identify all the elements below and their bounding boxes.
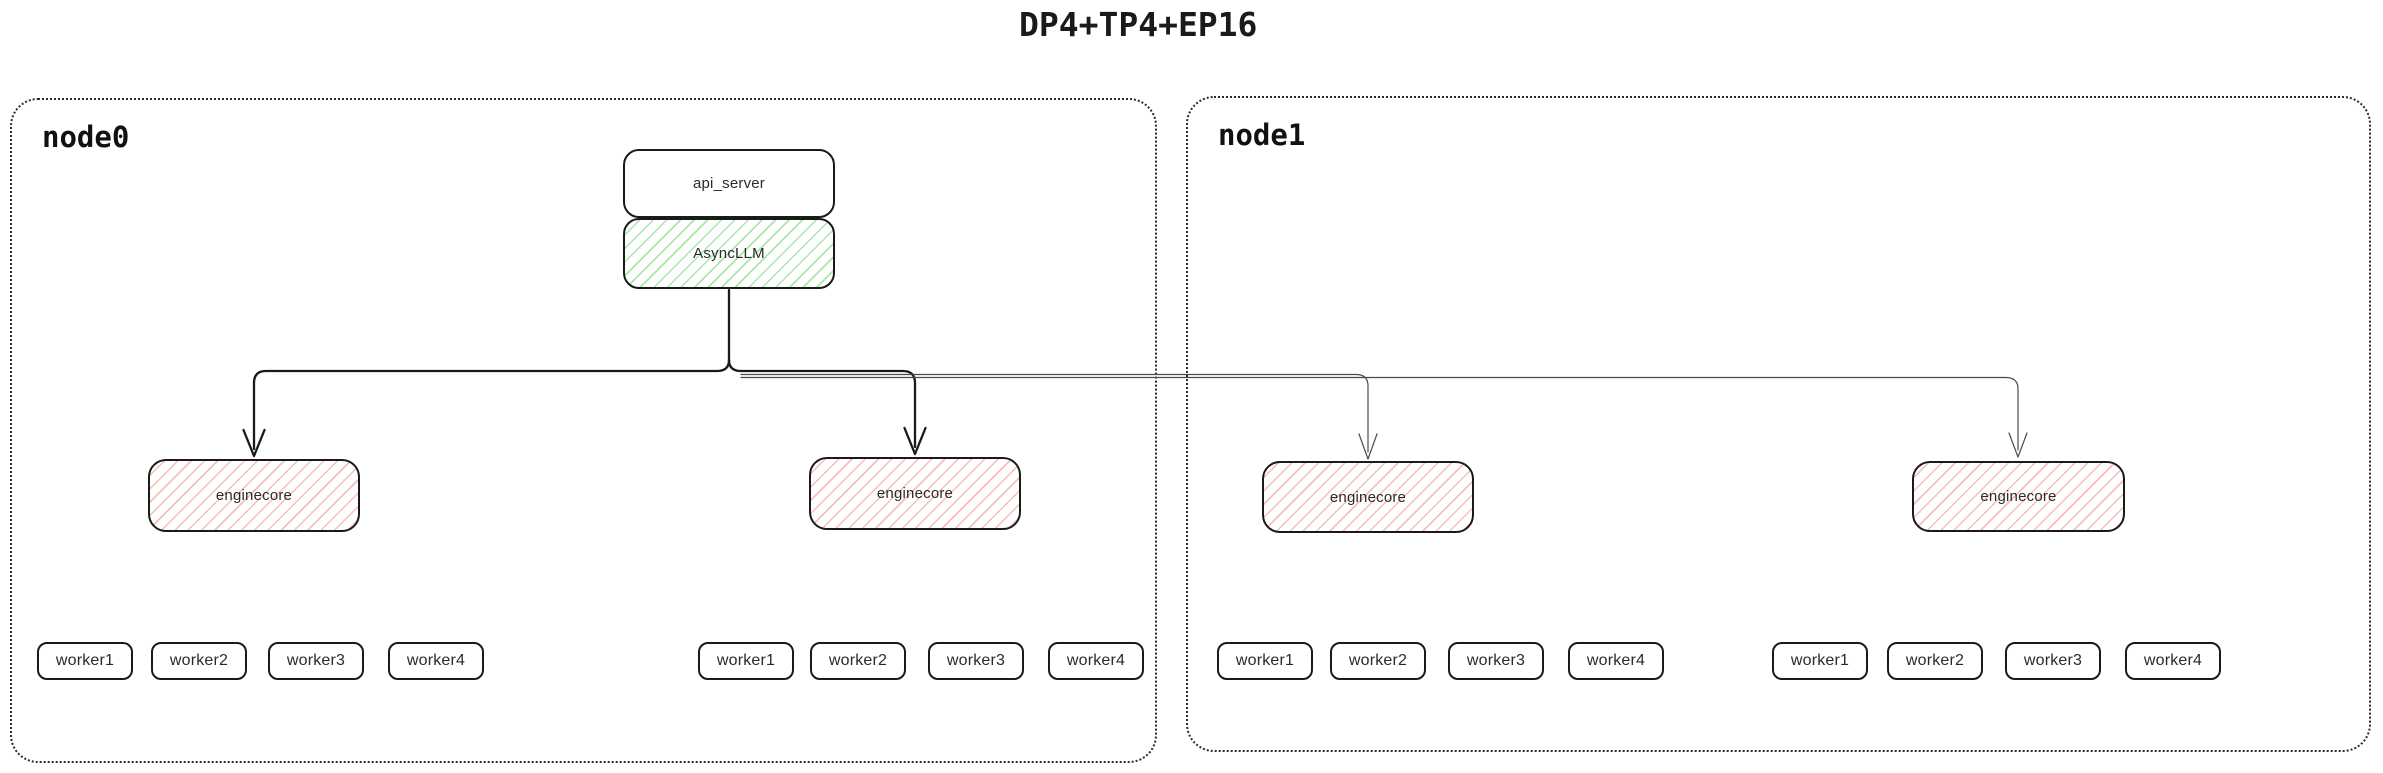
enginecore3-label: enginecore: [1329, 488, 1407, 506]
worker-box: worker1: [1217, 642, 1313, 680]
worker-box: worker1: [1772, 642, 1868, 680]
api-server-box: api_server: [623, 149, 835, 218]
worker-label: worker2: [169, 652, 229, 669]
worker-label: worker1: [716, 652, 776, 669]
worker-label: worker3: [946, 652, 1006, 669]
worker-box: worker1: [37, 642, 133, 680]
asyncllm-label: AsyncLLM: [693, 245, 765, 262]
worker-box: worker1: [698, 642, 794, 680]
worker-label: worker3: [1466, 652, 1526, 669]
worker-label: worker3: [286, 652, 346, 669]
worker-box: worker4: [1568, 642, 1664, 680]
enginecore2-label: enginecore: [876, 485, 954, 502]
enginecore2-box: enginecore: [809, 457, 1021, 530]
worker-box: worker4: [388, 642, 484, 680]
worker-box: worker3: [2005, 642, 2101, 680]
worker-label: worker3: [2023, 652, 2083, 669]
worker-box: worker4: [1048, 642, 1144, 680]
worker-box: worker4: [2125, 642, 2221, 680]
asyncllm-box: AsyncLLM: [623, 218, 835, 289]
enginecore3-box: enginecore: [1262, 461, 1474, 533]
worker-box: worker2: [151, 642, 247, 680]
worker-label: worker2: [1348, 652, 1408, 669]
api-server-label: api_server: [692, 175, 766, 192]
worker-label: worker4: [1586, 652, 1646, 669]
worker-label: worker4: [1066, 652, 1126, 669]
diagram-title: DP4+TP4+EP16: [1019, 5, 1258, 44]
enginecore4-label: enginecore: [1980, 488, 2057, 505]
worker-box: worker3: [268, 642, 364, 680]
worker-label: worker1: [55, 652, 115, 669]
worker-box: worker2: [1887, 642, 1983, 680]
worker-box: worker2: [810, 642, 906, 680]
worker-label: worker4: [2143, 652, 2203, 669]
enginecore1-box: enginecore: [148, 459, 360, 532]
worker-label: worker2: [828, 652, 888, 669]
worker-label: worker1: [1235, 652, 1295, 669]
node0-label: node0: [42, 120, 130, 154]
enginecore1-label: enginecore: [215, 487, 293, 504]
worker-label: worker4: [406, 652, 466, 669]
enginecore4-box: enginecore: [1912, 461, 2125, 532]
worker-label: worker1: [1790, 652, 1850, 669]
node1-label: node1: [1218, 118, 1306, 152]
worker-box: worker3: [928, 642, 1024, 680]
worker-box: worker3: [1448, 642, 1544, 680]
worker-label: worker2: [1905, 652, 1965, 669]
worker-box: worker2: [1330, 642, 1426, 680]
